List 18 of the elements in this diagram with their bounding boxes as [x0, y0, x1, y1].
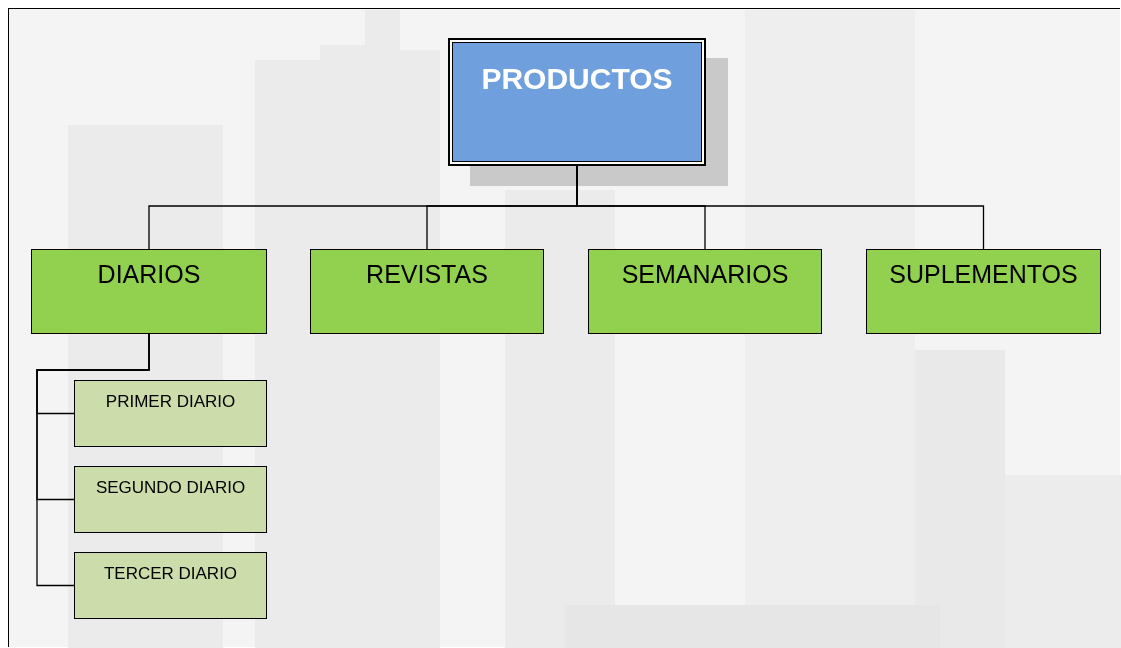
item-box — [74, 466, 267, 533]
box-label: PRODUCTOS — [480, 62, 674, 96]
item-box — [74, 552, 267, 619]
box-label: DIARIOS — [96, 260, 202, 289]
box-label: PRIMER DIARIO — [104, 392, 237, 412]
box-label: SEMANARIOS — [620, 260, 790, 289]
box-label: SUPLEMENTOS — [888, 260, 1079, 289]
category-box — [866, 249, 1101, 334]
box-label: REVISTAS — [365, 260, 489, 289]
box-label: SEGUNDO DIARIO — [94, 478, 247, 498]
box-label: TERCER DIARIO — [102, 564, 239, 584]
category-box — [310, 249, 544, 334]
root-box — [448, 38, 706, 166]
item-box — [74, 380, 267, 447]
category-box — [588, 249, 822, 334]
connector-line — [576, 165, 985, 250]
category-box — [31, 249, 267, 334]
connector-line — [36, 333, 150, 587]
